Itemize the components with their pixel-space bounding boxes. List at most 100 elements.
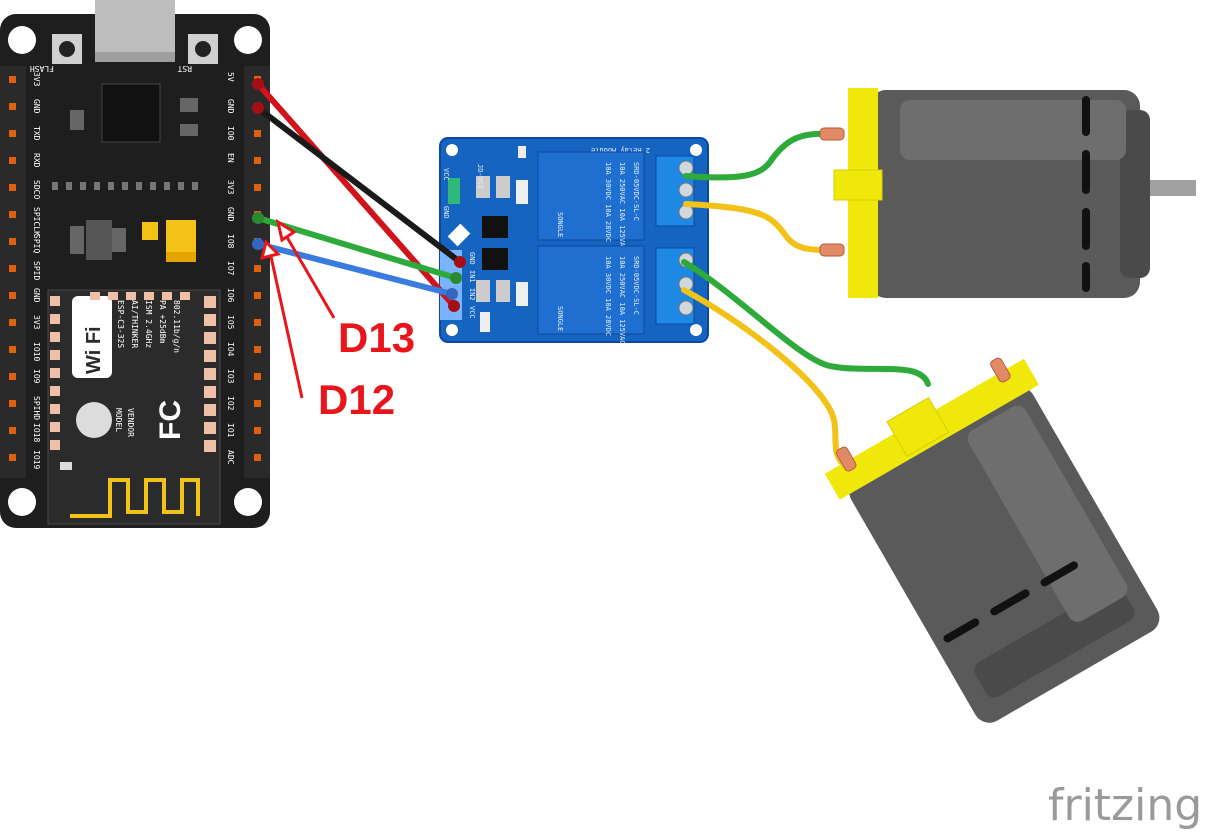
- fc-logo: FC: [154, 400, 187, 440]
- jumper: [448, 178, 460, 204]
- pin-label-left: 3V3: [32, 72, 41, 87]
- pin-label-left: 3V3: [32, 315, 41, 330]
- motor1-terminal-bottom: [819, 243, 845, 257]
- wire-endpoints: [252, 78, 466, 312]
- pin-label-right: 5V: [226, 72, 235, 82]
- motor2-terminal-left: [836, 446, 857, 472]
- pin-label-left: IO10: [32, 342, 41, 361]
- pin-label-left: IO18: [32, 423, 41, 442]
- pin-label-left: SPICLK: [32, 207, 41, 236]
- mount-hole-tr: [234, 26, 262, 54]
- castellated-pads: [50, 292, 216, 452]
- wifi-logo: Wi Fi: [83, 326, 105, 374]
- capacitor-small: [142, 222, 158, 240]
- vcc-label: VCC: [442, 168, 450, 181]
- module-line: ESP-C3-32S: [116, 300, 125, 348]
- wire-motor1-green: [683, 130, 833, 181]
- pin-label-right: IO5: [226, 315, 235, 330]
- module-side-line: VENDOR: [126, 408, 135, 437]
- esp32-board: FLASH RST: [0, 0, 270, 528]
- annotation-d12: D12: [318, 376, 395, 423]
- arrow-d13: [282, 231, 336, 319]
- relay-pin-label: GND: [468, 252, 476, 265]
- relay-spec-line: SRD-05VDC-SL-C: [632, 162, 640, 221]
- dc-motor-2: [824, 357, 1160, 723]
- relay-pin-label: IN2: [468, 288, 476, 301]
- optocoupler-1: [482, 216, 508, 238]
- right-pin-labels: 5VGNDIO0EN3V3GNDIO8IO7IO6IO5IO4IO3IO2IO1…: [226, 72, 235, 465]
- annotation-arrows: [268, 231, 336, 399]
- mount-hole-tl: [8, 26, 36, 54]
- wire-d13-green: [255, 215, 459, 281]
- pin-label-right: GND: [226, 99, 235, 114]
- relay-module-title: 2 Relay Module: [591, 146, 650, 154]
- relay-brand: SONGLE: [556, 212, 564, 237]
- module-text: ESP-C3-32S AI/THINKER ISM 2.4GHz PA +25dBm 8…: [114, 300, 181, 437]
- mount-hole-bl: [8, 488, 36, 516]
- jd-vcc-label: JD-VCC: [476, 164, 484, 189]
- module-line: AI/THINKER: [130, 300, 139, 348]
- pin-label-left: GND: [32, 288, 41, 303]
- module-side-line: MODEL: [114, 408, 123, 432]
- module-line: PA +25dBm: [158, 300, 167, 344]
- pin-label-right: GND: [226, 207, 235, 222]
- pin-label-right: IO3: [226, 369, 235, 384]
- pin-label-right: ADC: [226, 450, 235, 465]
- relay-pin-label: VCC: [468, 306, 476, 319]
- pin-label-left: IO9: [32, 369, 41, 384]
- pin-label-left: SPIQ: [32, 234, 41, 253]
- relay-spec-line: 10A 30VDC 10A 28VDC: [604, 256, 612, 336]
- wire-5v-red: [255, 81, 457, 309]
- rst-label: RST: [177, 64, 192, 73]
- gnd-label: GND: [442, 206, 450, 219]
- terminal-block-1: [655, 155, 695, 227]
- pin-label-left: SPID: [32, 261, 41, 280]
- pin-label-right: IO0: [226, 126, 235, 141]
- flash-button[interactable]: [52, 34, 82, 64]
- mount-hole-br: [234, 488, 262, 516]
- left-pin-labels: 3V3GNDTXDRXDSDCOSPICLKSPIQSPIDGND3V3IO10…: [32, 72, 41, 469]
- module-line: 802.11b/g/n: [172, 300, 181, 353]
- relay-spec-line: SRD-05VDC-SL-C: [632, 256, 640, 315]
- pin-label-left: GND: [32, 99, 41, 114]
- wire-d12-blue: [255, 241, 455, 297]
- pcb-antenna: [70, 478, 200, 518]
- right-pin-header: [244, 66, 270, 478]
- pin-label-right: IO8: [226, 234, 235, 249]
- pin-label-right: IO7: [226, 261, 235, 276]
- pin-label-right: 3V3: [226, 180, 235, 195]
- relay-pin-label: IN1: [468, 270, 476, 283]
- relay-brand: SONGLE: [556, 306, 564, 331]
- flash-label: FLASH: [30, 64, 54, 73]
- relay-module: 2 Relay Module SRD-05VDC-SL-C 10A 250VAC …: [439, 137, 709, 345]
- pin-label-right: IO2: [226, 396, 235, 411]
- relay-spec-line: 10A 30VDC 10A 28VDC: [604, 162, 612, 242]
- regulator: [86, 220, 112, 260]
- annotation-d13: D13: [338, 314, 415, 361]
- relay-spec-line: 10A 250VAC 10A 125VAC: [618, 256, 626, 345]
- module-line: ISM 2.4GHz: [144, 300, 153, 348]
- motor2-terminal-right: [990, 357, 1011, 383]
- pin-label-left: TXD: [32, 126, 41, 141]
- wire-motor2-yellow: [681, 287, 851, 471]
- wifi-module: Wi Fi FC ESP-C3-32S AI/THINKER ISM 2.4GHz P…: [47, 289, 221, 525]
- pin-label-right: IO4: [226, 342, 235, 357]
- pin-label-right: IO6: [226, 288, 235, 303]
- pin-label-right: IO1: [226, 423, 235, 438]
- relay-spec-line: 10A 250VAC 10A 125VAC: [618, 162, 626, 251]
- pin-label-left: SDCO: [32, 180, 41, 199]
- terminal-block-2: [655, 247, 695, 325]
- usb-connector: [95, 0, 175, 62]
- arrowhead-d12: [259, 239, 281, 261]
- left-pin-header: [0, 66, 26, 478]
- wire-motor2-green: [681, 259, 931, 387]
- dc-motor-1: [819, 88, 1196, 298]
- pin-label-left: SPIHD: [32, 396, 41, 420]
- arrow-d12: [268, 251, 304, 399]
- arrowhead-d13: [275, 218, 297, 243]
- rst-button[interactable]: [188, 34, 218, 64]
- relay-1: SRD-05VDC-SL-C 10A 250VAC 10A 125VAC 10A 3…: [537, 151, 645, 251]
- wires: [255, 81, 931, 471]
